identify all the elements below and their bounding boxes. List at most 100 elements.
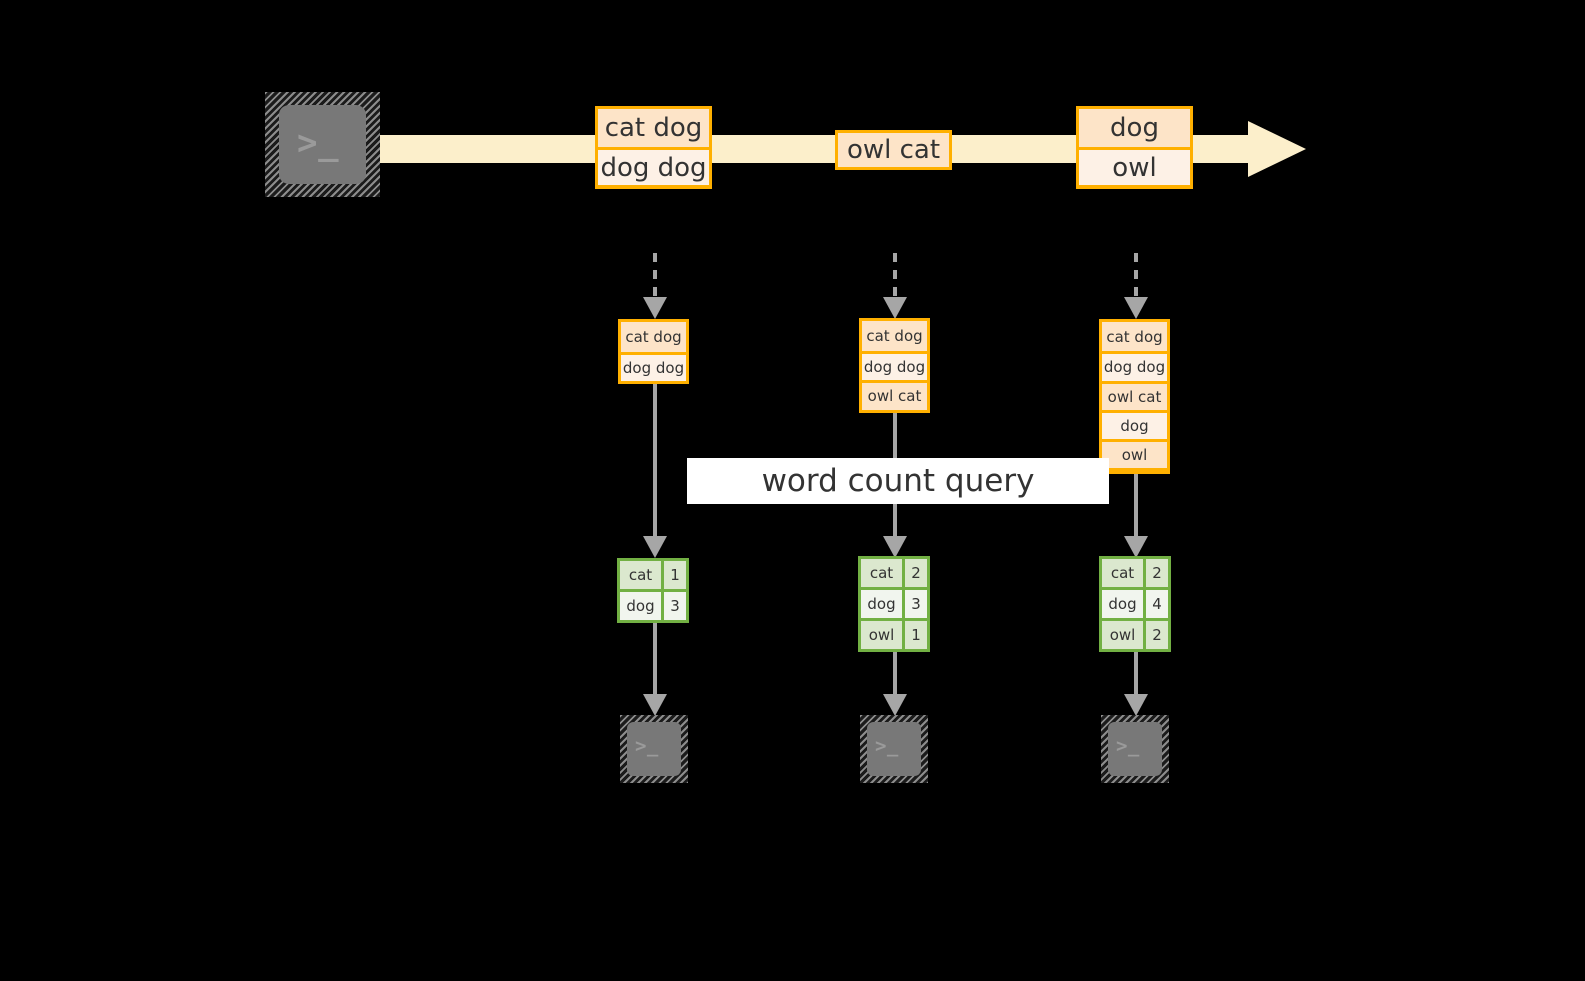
connector-shaft xyxy=(1134,253,1138,301)
query-connector-3 xyxy=(1124,474,1148,560)
terminal-body xyxy=(1108,722,1162,776)
connector-arrowhead-icon xyxy=(643,694,667,716)
snapshot-log-3-text: owl xyxy=(1121,446,1148,465)
terminal-body xyxy=(867,722,921,776)
result-3-word-cell: dog xyxy=(1102,590,1143,618)
connector-shaft xyxy=(893,253,897,301)
timeline-event-2-row: owl cat xyxy=(838,133,949,167)
snapshot-log-box-3: cat dog dog dog owl cat dog owl xyxy=(1099,319,1170,474)
terminal-prompt-glyph: >_ xyxy=(297,123,340,163)
snapshot-log-2-row: owl cat xyxy=(862,380,927,410)
connector-shaft xyxy=(653,622,657,698)
terminal-prompt-glyph: >_ xyxy=(635,735,659,757)
snapshot-log-1-row: cat dog xyxy=(621,322,686,352)
terminal-prompt-glyph: >_ xyxy=(875,735,899,757)
sink-terminal-icon-3: >_ xyxy=(1101,715,1169,783)
timeline-event-1-text: cat dog xyxy=(604,113,703,143)
timeline-event-box-3: dog owl xyxy=(1076,106,1193,189)
timeline-event-2-text: owl cat xyxy=(846,135,941,165)
sink-connector-2 xyxy=(883,652,907,718)
snapshot-log-2-text: owl cat xyxy=(867,387,922,406)
connector-arrowhead-icon xyxy=(643,536,667,558)
result-3-word-cell: owl xyxy=(1102,621,1143,649)
timeline-event-3-text: dog xyxy=(1110,113,1159,143)
snapshot-log-box-2: cat dog dog dog owl cat xyxy=(859,318,930,413)
timeline-event-3-row: owl xyxy=(1079,147,1190,185)
timeline-event-1-text: dog dog xyxy=(600,152,707,183)
terminal-body xyxy=(279,105,366,184)
result-2-count-cell: 1 xyxy=(902,621,927,649)
snapshot-log-3-text: dog dog xyxy=(1103,358,1166,377)
result-2-count-cell: 2 xyxy=(902,559,927,587)
timeline-event-box-1: cat dog dog dog xyxy=(595,106,712,189)
connector-shaft xyxy=(893,652,897,698)
query-label: word count query xyxy=(687,458,1109,504)
result-1-word-cell: dog xyxy=(620,592,661,620)
connector-arrowhead-icon xyxy=(1124,694,1148,716)
sink-connector-3 xyxy=(1124,652,1148,718)
snapshot-log-3-row: owl cat xyxy=(1102,380,1167,410)
connector-shaft xyxy=(653,253,657,301)
timeline-event-3-row: dog xyxy=(1079,109,1190,147)
connector-arrowhead-icon xyxy=(643,297,667,319)
dashed-connector-1 xyxy=(643,253,667,321)
snapshot-log-2-row: cat dog xyxy=(862,321,927,351)
connector-arrowhead-icon xyxy=(883,694,907,716)
snapshot-log-1-text: cat dog xyxy=(625,327,682,346)
snapshot-log-3-text: dog xyxy=(1120,417,1149,436)
dashed-connector-3 xyxy=(1124,253,1148,321)
snapshot-log-3-text: owl cat xyxy=(1107,387,1162,406)
snapshot-log-3-row: owl xyxy=(1102,439,1167,469)
result-3-count-cell: 2 xyxy=(1143,559,1168,587)
snapshot-log-3-row: dog dog xyxy=(1102,351,1167,381)
snapshot-log-2-text: dog dog xyxy=(863,357,926,376)
connector-shaft xyxy=(653,382,657,540)
sink-terminal-icon-2: >_ xyxy=(860,715,928,783)
terminal-prompt-glyph: >_ xyxy=(1116,735,1140,757)
result-1-count-cell: 1 xyxy=(661,561,686,589)
result-2-count-cell: 3 xyxy=(902,590,927,618)
connector-shaft xyxy=(1134,652,1138,698)
snapshot-log-1-row: dog dog xyxy=(621,351,686,381)
dashed-connector-2 xyxy=(883,253,907,321)
sink-connector-1 xyxy=(643,622,667,718)
timeline-event-1-row: dog dog xyxy=(598,147,709,185)
result-3-word-cell: cat xyxy=(1102,559,1143,587)
connector-arrowhead-icon xyxy=(883,536,907,558)
result-2-word-cell: owl xyxy=(861,621,902,649)
result-1-word-cell: cat xyxy=(620,561,661,589)
result-3-count-cell: 2 xyxy=(1143,621,1168,649)
result-3-count-cell: 4 xyxy=(1143,590,1168,618)
query-label-text: word count query xyxy=(761,463,1035,499)
terminal-body xyxy=(627,722,681,776)
connector-arrowhead-icon xyxy=(1124,297,1148,319)
timeline-event-3-text: owl xyxy=(1112,152,1157,183)
timeline-event-1-row: cat dog xyxy=(598,109,709,147)
snapshot-log-2-text: cat dog xyxy=(866,326,923,345)
source-terminal-icon: >_ xyxy=(265,92,380,197)
snapshot-log-3-text: cat dog xyxy=(1106,327,1163,346)
snapshot-log-3-row: cat dog xyxy=(1102,322,1167,352)
timeline-arrowhead-icon xyxy=(1248,121,1306,177)
result-2-word-cell: dog xyxy=(861,590,902,618)
timeline-event-box-2: owl cat xyxy=(835,130,952,170)
snapshot-log-3-row: dog xyxy=(1102,409,1167,440)
connector-shaft xyxy=(1134,474,1138,540)
result-1-count-cell: 3 xyxy=(661,592,686,620)
query-connector-1 xyxy=(643,382,667,560)
snapshot-log-1-text: dog dog xyxy=(622,358,685,377)
snapshot-log-2-row: dog dog xyxy=(862,350,927,381)
snapshot-log-box-1: cat dog dog dog xyxy=(618,319,689,384)
